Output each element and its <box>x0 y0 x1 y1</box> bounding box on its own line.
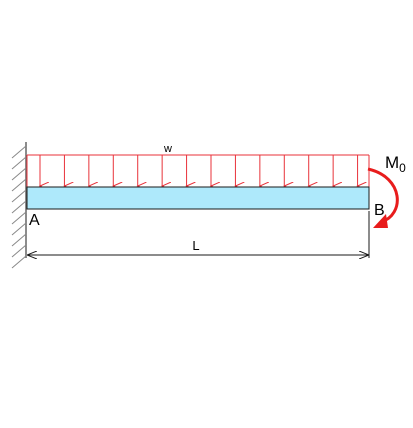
wall-hatching <box>11 145 27 269</box>
hatch-line <box>11 167 27 181</box>
load-arrows <box>26 155 370 187</box>
length-dimension <box>27 211 370 258</box>
hatch-line <box>11 244 27 258</box>
fixed-wall-support <box>11 142 27 269</box>
hatch-line <box>11 156 27 170</box>
hatch-line <box>11 145 27 159</box>
length-label: L <box>192 238 199 253</box>
hatch-line <box>11 255 27 269</box>
moment-label: M0 <box>385 153 406 175</box>
hatch-line <box>11 178 27 192</box>
point-a-label: A <box>29 212 40 229</box>
applied-moment <box>367 167 399 228</box>
hatch-line <box>11 200 27 214</box>
hatch-line <box>11 189 27 203</box>
hatch-line <box>11 233 27 247</box>
distributed-load <box>26 154 370 187</box>
moment-label-subscript: 0 <box>399 161 406 175</box>
load-label: w <box>163 143 172 155</box>
point-b-label: B <box>374 202 385 219</box>
moment-label-main: M <box>385 153 399 172</box>
moment-arrowhead <box>373 214 388 228</box>
moment-arc <box>367 167 399 224</box>
hatch-line <box>11 211 27 225</box>
beam <box>26 186 370 210</box>
hatch-line <box>11 222 27 236</box>
